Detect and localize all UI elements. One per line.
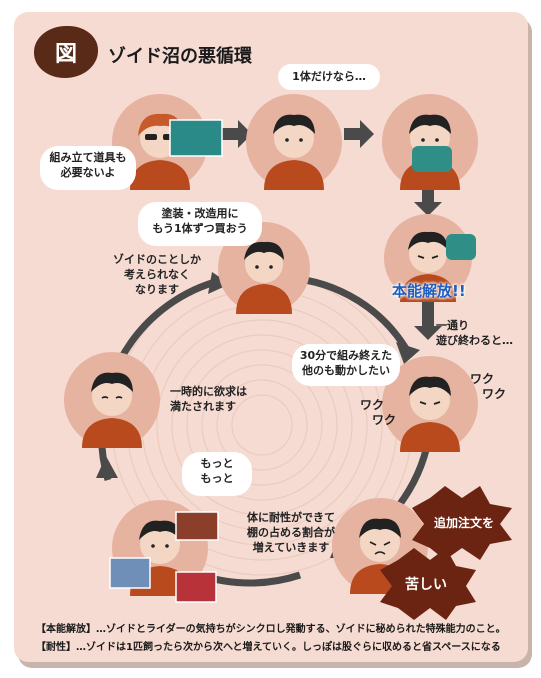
cycle-arrowhead-left xyxy=(96,456,118,478)
bubble-no-tools: 組み立て道具も 必要ないよ xyxy=(40,146,136,190)
label-line: ワク xyxy=(360,398,385,412)
label-line: 増えていきます xyxy=(252,541,330,554)
bubble-motto: もっと もっと xyxy=(182,452,252,496)
bubble-line: 30分で組み終えた xyxy=(299,349,393,362)
bubble-just-one: 1体だけなら… xyxy=(278,64,380,90)
zoid-box xyxy=(175,571,217,603)
bubble-line: もう1体ずつ買おう xyxy=(152,222,248,235)
arrow-right-1 xyxy=(222,120,252,148)
label-line: 遊び終わると… xyxy=(436,334,513,347)
label-after-play: 一通り 遊び終わると… xyxy=(436,318,513,348)
bubble-line: 他のも動かしたい xyxy=(302,364,390,377)
figure-badge: 図 xyxy=(34,26,98,78)
label-waku-right: ワク ワク xyxy=(470,372,506,402)
arrow-right-2 xyxy=(344,120,374,148)
label-line: ワク xyxy=(372,413,397,427)
label-instinct-release: 本能解放!! xyxy=(392,282,466,300)
bubble-line: 必要ないよ xyxy=(60,166,116,179)
zoid-model xyxy=(412,146,452,172)
label-only-zoids: ゾイドのことしか 考えられなく なります xyxy=(104,252,210,297)
label-line: 一通り xyxy=(436,319,469,332)
zoid-box xyxy=(109,557,151,589)
label-tolerance: 体に耐性ができて 棚の占める割合が 増えていきます xyxy=(232,510,350,555)
label-satisfied: 一時的に欲求は 満たされます xyxy=(170,384,247,414)
person-avatar xyxy=(236,241,292,314)
label-line: 棚の占める割合が xyxy=(247,526,335,539)
label-line: 一時的に欲求は xyxy=(170,385,247,398)
label-line: ワク xyxy=(482,387,507,401)
bubble-line: 組み立て道具も xyxy=(49,151,127,164)
cycle-arrowhead-top xyxy=(208,272,230,294)
cycle-arrowhead-right xyxy=(396,342,420,364)
bubble-line: もっと xyxy=(200,472,234,485)
label-line: 満たされます xyxy=(170,400,236,413)
figure-title: ゾイド沼の悪循環 xyxy=(108,46,252,67)
zoid-model xyxy=(446,234,476,260)
burst-painful: 苦しい xyxy=(405,577,447,593)
bubble-line: 1体だけなら… xyxy=(292,70,366,83)
arrow-down-2 xyxy=(414,296,442,340)
footnote-instinct: 【本能解放】…ゾイドとライダーの気持ちがシンクロし発動する、ゾイドに秘められた特… xyxy=(36,624,506,635)
label-line: ゾイドのことしか xyxy=(113,253,201,266)
burst-shape xyxy=(380,548,476,620)
figure-badge-label: 図 xyxy=(54,42,77,67)
arrow-down-1 xyxy=(414,186,442,216)
label-line: 考えられなく xyxy=(124,268,190,281)
bubble-line: もっと xyxy=(200,457,234,470)
burst-shape xyxy=(412,486,512,560)
person-avatar xyxy=(264,114,324,190)
label-line: ワク xyxy=(470,372,495,386)
label-line: 体に耐性ができて xyxy=(247,511,335,524)
zoid-box xyxy=(169,119,223,157)
label-waku-left: ワク ワク xyxy=(360,398,396,428)
person-avatar xyxy=(400,376,460,452)
footnote-tolerance: 【耐性】…ゾイドは1匹飼ったら次から次へと増えていく。しっぽは股ぐらに収めると省… xyxy=(36,642,501,653)
bubble-line: 塗装・改造用に xyxy=(161,207,239,220)
label-line: なります xyxy=(135,283,179,296)
burst-additional-order: 追加注文を xyxy=(433,516,494,530)
person-avatar xyxy=(82,372,142,448)
zoid-box xyxy=(175,511,219,541)
person-avatar xyxy=(400,231,456,302)
bubble-buy-one-more: 塗装・改造用に もう1体ずつ買おう xyxy=(138,202,262,246)
bubble-thirty-min: 30分で組み終えた 他のも動かしたい xyxy=(292,344,400,386)
